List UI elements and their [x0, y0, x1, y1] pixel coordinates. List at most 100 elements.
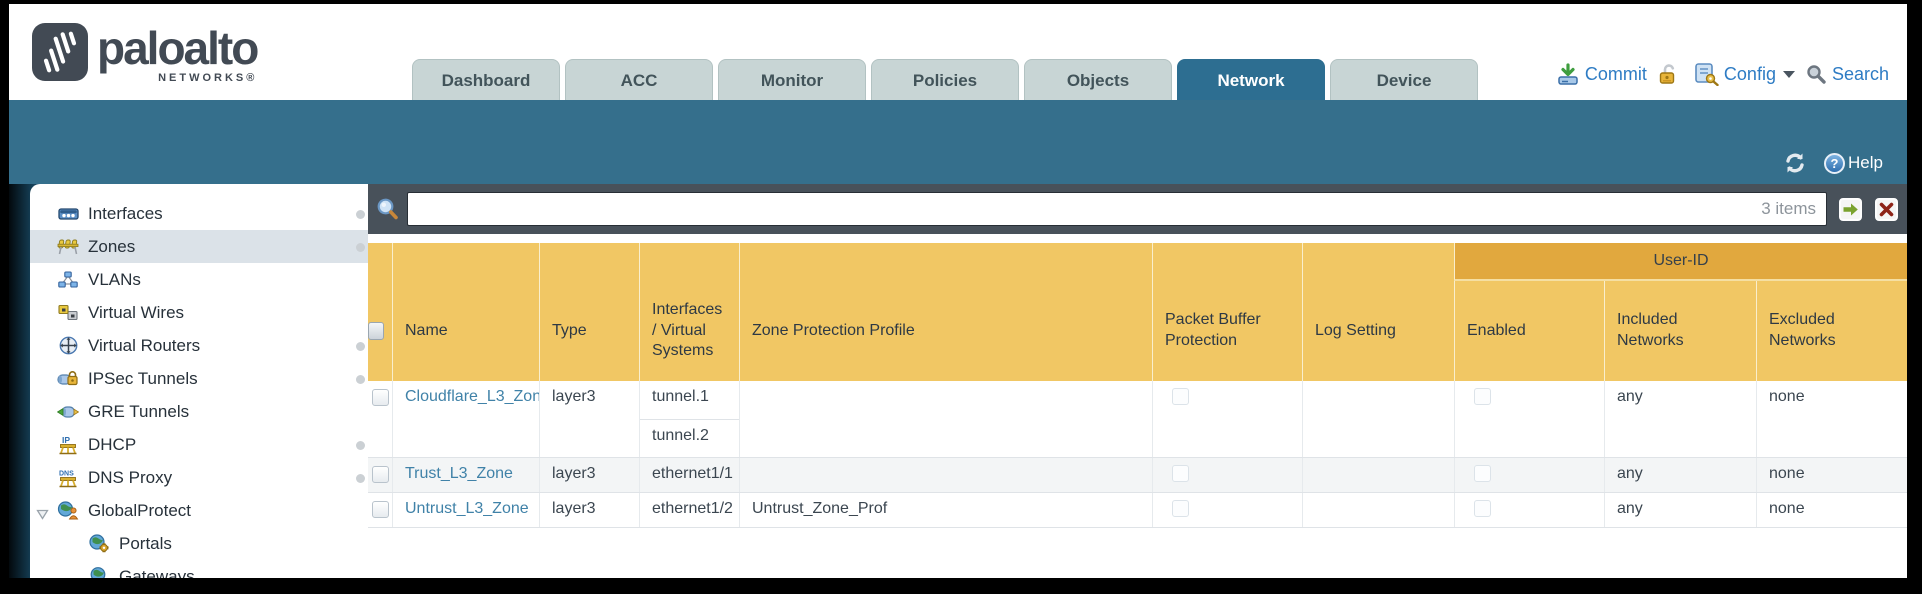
network-sidebar: Interfaces Zones — [30, 184, 368, 578]
top-bar: paloalto NETWORKS® Dashboard ACC Monitor… — [9, 4, 1907, 100]
tab-monitor[interactable]: Monitor — [718, 59, 866, 100]
zone-name-link[interactable]: Cloudflare_L3_Zone — [405, 388, 539, 405]
zone-type-cell: layer3 — [539, 381, 639, 457]
filter-text-field[interactable] — [418, 199, 1754, 219]
column-header-excluded-networks[interactable]: Excluded Networks — [1756, 281, 1907, 381]
packet-buffer-checkbox[interactable] — [1172, 388, 1189, 405]
included-networks-cell: any — [1604, 493, 1756, 527]
brand-name: paloalto — [97, 22, 259, 74]
column-header-name[interactable]: Name — [392, 243, 539, 381]
commit-icon — [1558, 63, 1578, 85]
sidebar-item-label: Virtual Wires — [88, 302, 185, 322]
main-nav-tabs: Dashboard ACC Monitor Policies Objects N… — [412, 59, 1478, 100]
sidebar-item-dns-proxy[interactable]: DNS DNS Proxy — [30, 461, 368, 494]
refresh-icon[interactable] — [1782, 152, 1808, 174]
enabled-checkbox[interactable] — [1474, 500, 1491, 517]
tab-policies[interactable]: Policies — [871, 59, 1019, 100]
sidebar-item-label: IPSec Tunnels — [88, 368, 198, 388]
brand-subtitle: NETWORKS® — [158, 72, 258, 84]
config-menu[interactable]: Config — [1693, 62, 1795, 86]
portals-icon — [88, 534, 110, 554]
select-all-checkbox[interactable] — [368, 322, 384, 340]
change-indicator-dot — [356, 242, 365, 252]
search-button[interactable]: Search — [1805, 63, 1889, 85]
item-count: 3 items — [1761, 199, 1816, 218]
change-indicator-dot — [356, 473, 365, 483]
filter-input[interactable]: 3 items — [407, 192, 1827, 226]
config-icon — [1695, 63, 1719, 86]
column-header-included-networks[interactable]: Included Networks — [1604, 281, 1756, 381]
sidebar-item-gateways[interactable]: Gateways — [30, 560, 368, 578]
sidebar-item-interfaces[interactable]: Interfaces — [30, 197, 368, 230]
interfaces-icon — [57, 204, 79, 224]
enabled-checkbox[interactable] — [1474, 465, 1491, 482]
globalprotect-icon — [57, 501, 79, 521]
column-header-zone-protection-profile[interactable]: Zone Protection Profile — [739, 243, 1152, 381]
unlock-icon[interactable] — [1657, 63, 1679, 86]
content-area: Interfaces Zones — [9, 184, 1907, 578]
sidebar-item-label: GRE Tunnels — [88, 401, 190, 421]
interface-entry: tunnel.2 — [640, 419, 739, 457]
zone-interfaces-cell: tunnel.1 tunnel.2 — [639, 381, 739, 457]
zones-table-body: Cloudflare_L3_Zone layer3 tunnel.1 tunne… — [368, 381, 1907, 528]
row-checkbox[interactable] — [372, 501, 389, 518]
svg-text:IP: IP — [62, 435, 70, 445]
clear-filter-button[interactable] — [1875, 197, 1898, 221]
svg-text:DNS: DNS — [59, 470, 74, 477]
change-indicator-dot — [356, 374, 365, 384]
change-indicator-dot — [356, 341, 365, 351]
zone-name-link[interactable]: Untrust_L3_Zone — [405, 500, 529, 517]
filter-bar: 3 items — [368, 184, 1907, 234]
collapse-triangle-icon[interactable] — [36, 505, 49, 525]
packet-buffer-checkbox[interactable] — [1172, 500, 1189, 517]
panos-app: paloalto NETWORKS® Dashboard ACC Monitor… — [9, 4, 1907, 578]
column-header-enabled[interactable]: Enabled — [1454, 281, 1604, 381]
column-header-interfaces[interactable]: Interfaces / Virtual Systems — [639, 243, 739, 381]
tab-device[interactable]: Device — [1330, 59, 1478, 100]
column-header-type[interactable]: Type — [539, 243, 639, 381]
zone-type-cell: layer3 — [539, 458, 639, 492]
tab-objects[interactable]: Objects — [1024, 59, 1172, 100]
user-id-group-header: User-ID — [1454, 243, 1907, 281]
gateways-icon — [88, 567, 110, 578]
change-indicator-dot — [356, 209, 365, 219]
close-x-icon — [1879, 202, 1894, 216]
tab-network[interactable]: Network — [1177, 59, 1325, 100]
sidebar-item-zones[interactable]: Zones — [30, 230, 368, 263]
packet-buffer-protection-cell — [1152, 493, 1302, 527]
column-header-log-setting[interactable]: Log Setting — [1302, 243, 1454, 381]
sidebar-item-dhcp[interactable]: IP DHCP — [30, 428, 368, 461]
sidebar-item-label: Gateways — [119, 566, 195, 579]
excluded-networks-cell: none — [1756, 458, 1907, 492]
included-networks-cell: any — [1604, 381, 1756, 457]
zone-name-link[interactable]: Trust_L3_Zone — [405, 465, 513, 482]
sidebar-item-label: DHCP — [88, 434, 137, 454]
zones-table-header: Name Type Interfaces / Virtual Systems Z… — [368, 243, 1907, 381]
enabled-checkbox[interactable] — [1474, 388, 1491, 405]
sidebar-item-gre-tunnels[interactable]: GRE Tunnels — [30, 395, 368, 428]
help-icon: ? — [1824, 152, 1846, 174]
tab-dashboard[interactable]: Dashboard — [412, 59, 560, 100]
sidebar-item-portals[interactable]: Portals — [30, 527, 368, 560]
sidebar-item-globalprotect[interactable]: GlobalProtect — [30, 494, 368, 527]
row-checkbox[interactable] — [372, 466, 389, 483]
tab-acc[interactable]: ACC — [565, 59, 713, 100]
row-select-cell — [368, 381, 392, 457]
zones-icon — [57, 237, 79, 257]
sidebar-item-ipsec-tunnels[interactable]: IPSec Tunnels — [30, 362, 368, 395]
apply-filter-button[interactable] — [1839, 197, 1862, 221]
help-button[interactable]: ? Help — [1824, 152, 1883, 174]
packet-buffer-checkbox[interactable] — [1172, 465, 1189, 482]
zones-main-pane: 3 items Name — [368, 184, 1907, 578]
sidebar-item-vlans[interactable]: VLANs — [30, 263, 368, 296]
search-icon — [1807, 65, 1826, 84]
sidebar-item-label: GlobalProtect — [88, 500, 191, 520]
commit-button[interactable]: Commit — [1556, 63, 1647, 85]
sidebar-item-label: DNS Proxy — [88, 467, 173, 487]
column-header-packet-buffer-protection[interactable]: Packet Buffer Protection — [1152, 243, 1302, 381]
zone-name-cell: Trust_L3_Zone — [392, 458, 539, 492]
sidebar-item-virtual-wires[interactable]: Virtual Wires — [30, 296, 368, 329]
row-checkbox[interactable] — [372, 389, 389, 406]
user-id-enabled-cell — [1454, 458, 1604, 492]
sidebar-item-virtual-routers[interactable]: Virtual Routers — [30, 329, 368, 362]
